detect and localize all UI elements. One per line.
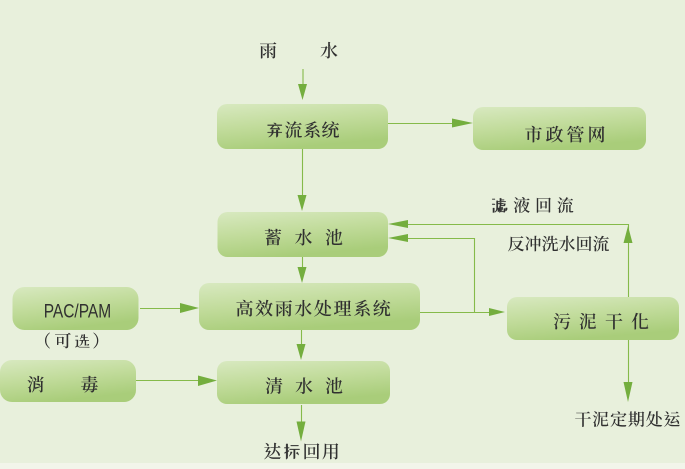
svg-text:PAC/PAM: PAC/PAM xyxy=(44,302,112,323)
